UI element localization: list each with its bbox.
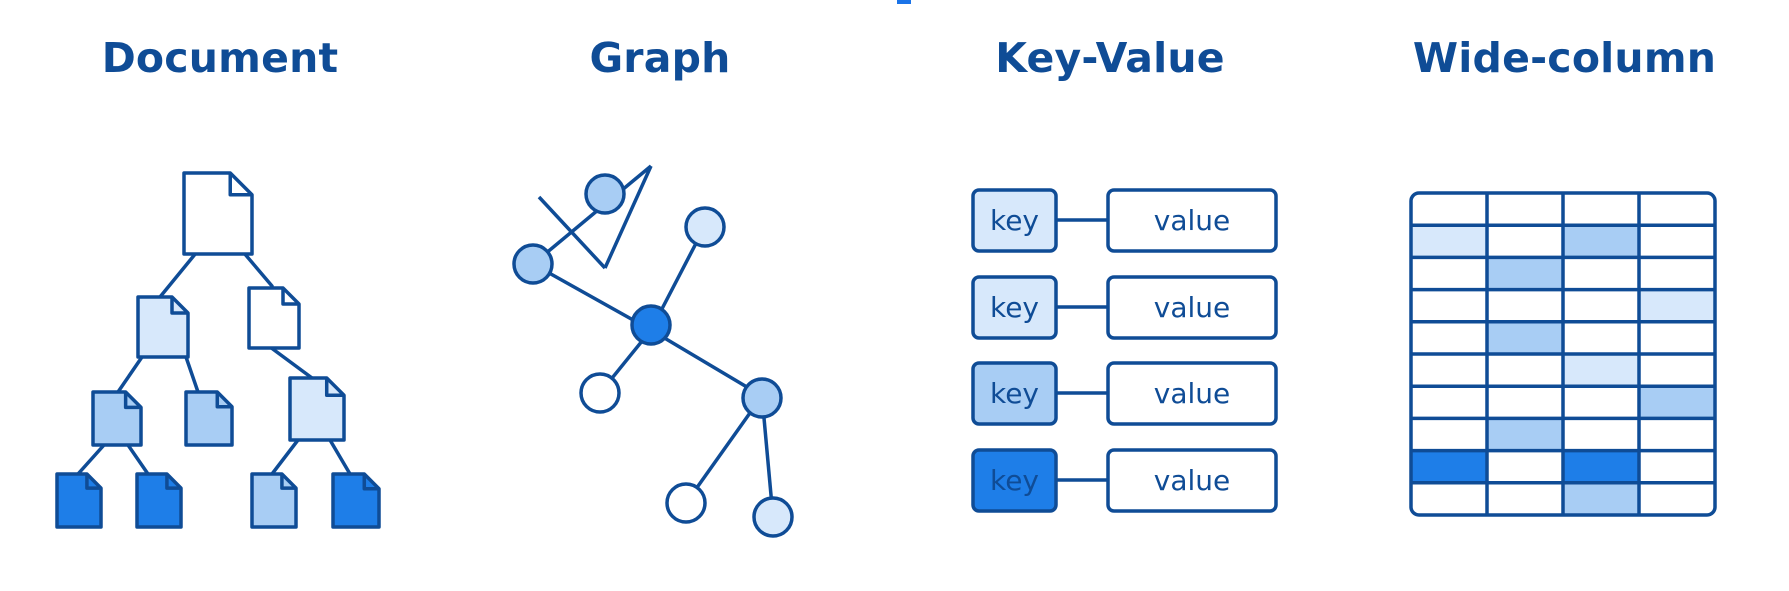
graph-edge: [603, 165, 653, 269]
document-node-icon: [247, 286, 301, 350]
graph-node: [752, 496, 794, 538]
document-node-icon: [135, 472, 183, 529]
graph-node: [684, 206, 726, 248]
document-node-icon: [184, 390, 234, 447]
graph-edge: [531, 164, 653, 266]
document-node-icon: [91, 390, 143, 447]
graph-edge: [650, 328, 763, 398]
key-label: key: [990, 291, 1039, 324]
graph-node: [579, 372, 621, 414]
document-fold: [362, 474, 379, 491]
key-label: key: [990, 377, 1039, 410]
value-box: [1106, 448, 1278, 513]
document-node-icon: [288, 376, 346, 442]
table-cell-highlighted: [1411, 450, 1487, 483]
table-cell-highlighted: [1411, 225, 1487, 258]
key-label: key: [990, 204, 1039, 237]
document-fold: [280, 474, 296, 490]
document-fold: [170, 297, 188, 315]
table-cell-highlighted: [1639, 386, 1715, 419]
doc-edge: [76, 443, 106, 476]
panel-title-key-value: Key-Value: [995, 34, 1225, 82]
table-cell-highlighted: [1487, 257, 1563, 290]
document-node-icon: [55, 472, 103, 529]
key-value-row: key value: [971, 448, 1278, 513]
panel-title-wide-column: Wide-column: [1412, 34, 1717, 82]
document-fold: [215, 392, 232, 409]
key-value-row: key value: [971, 188, 1278, 253]
doc-edge: [242, 251, 274, 288]
document-node-icon: [250, 472, 298, 529]
value-label: value: [1154, 291, 1230, 324]
panel-title-graph: Graph: [589, 34, 731, 82]
table-cell-highlighted: [1487, 321, 1563, 354]
doc-edge: [116, 355, 144, 394]
table-cell-highlighted: [1639, 289, 1715, 322]
panel-key-value: Key-Value key value key value key value key val…: [880, 0, 1340, 591]
document-tree-diagram: [55, 171, 381, 529]
panel-document: Document: [0, 0, 440, 591]
doc-edge: [158, 251, 198, 299]
value-box: [1106, 361, 1278, 426]
graph-node-central: [630, 304, 672, 346]
document-node-icon: [331, 472, 381, 529]
document-node-icon: [182, 171, 254, 256]
document-fold: [324, 378, 344, 398]
document-fold: [85, 474, 101, 490]
doc-edge: [328, 438, 352, 476]
top-accent-mark: [897, 0, 911, 4]
document-fold: [123, 392, 141, 410]
table-cell-highlighted: [1487, 418, 1563, 451]
value-box: [1106, 188, 1278, 253]
value-label: value: [1154, 464, 1230, 497]
graph-node: [584, 173, 626, 215]
table-cell-highlighted: [1563, 225, 1639, 258]
graph-node: [741, 377, 783, 419]
doc-edge: [126, 443, 150, 476]
doc-edge: [270, 438, 300, 476]
panel-wide-column: Wide-column: [1340, 0, 1789, 591]
panel-title-document: Document: [101, 34, 339, 82]
value-label: value: [1154, 204, 1230, 237]
table-cell-highlighted: [1563, 482, 1639, 515]
table-cell-highlighted: [1563, 354, 1639, 387]
graph-node: [665, 482, 707, 524]
table-cell-highlighted: [1563, 450, 1639, 483]
wide-column-table-diagram: [1409, 191, 1717, 517]
document-fold: [281, 288, 299, 306]
key-value-diagram: key value key value key value key value: [971, 188, 1278, 513]
document-fold: [228, 173, 252, 197]
key-label: key: [990, 464, 1039, 497]
doc-edge: [184, 355, 200, 394]
value-label: value: [1154, 377, 1230, 410]
document-fold: [165, 474, 181, 490]
graph-network-diagram: [512, 164, 794, 538]
value-box: [1106, 275, 1278, 340]
panel-graph: Graph: [440, 0, 880, 591]
document-node-icon: [136, 295, 190, 359]
graph-node: [512, 243, 554, 285]
key-value-row: key value: [971, 275, 1278, 340]
key-value-row: key value: [971, 361, 1278, 426]
